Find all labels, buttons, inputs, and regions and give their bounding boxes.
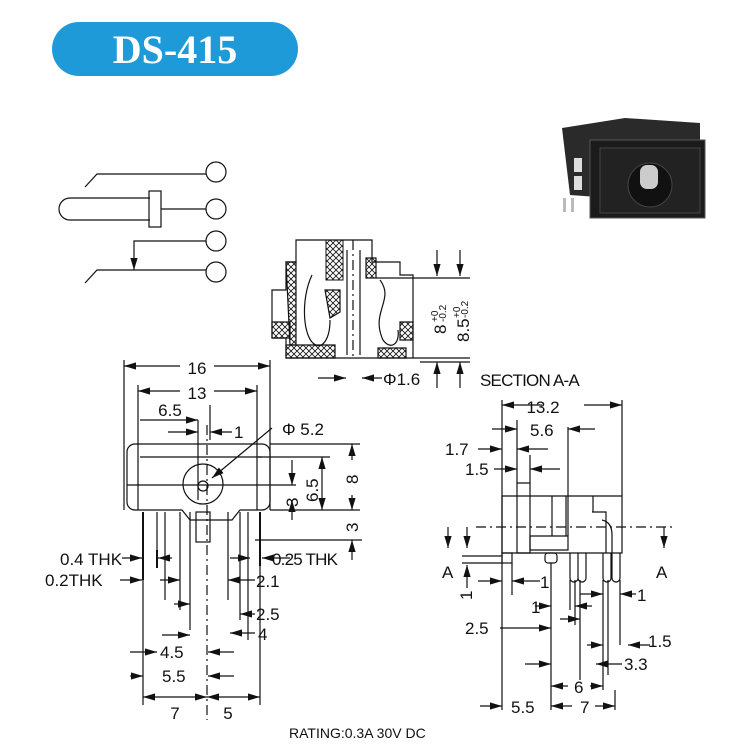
dim-1-5-b: 1.5 — [648, 632, 672, 651]
svg-text:-0.2: -0.2 — [460, 300, 471, 318]
rating-text: RATING:0.3A 30V DC — [289, 725, 426, 741]
dim-thickness-0-25: 0.25 THK — [272, 550, 339, 569]
front-view: 16 13 6.5 1 Φ 5.2 6.5 3 8 3 0.4 THK 0.2T… — [45, 359, 362, 723]
dim-diameter-5-2: Φ 5.2 — [282, 420, 324, 439]
dim-width-16: 16 — [188, 359, 207, 378]
dim-height-3: 3 — [283, 498, 302, 507]
cross-section-view: 8 +0 -0.2 8.5 +0 -0.2 Φ1.6 — [271, 239, 473, 389]
dim-1-a: 1 — [540, 573, 549, 592]
dim-1-b: 1 — [531, 598, 540, 617]
section-marker-a-left: A — [442, 563, 454, 582]
dim-4-5: 4.5 — [160, 643, 184, 662]
dim-height-6-5: 6.5 — [303, 478, 322, 502]
dim-5-5: 5.5 — [511, 698, 535, 717]
dim-1-5: 1.5 — [465, 460, 489, 479]
svg-text:+0: +0 — [430, 310, 441, 322]
dim-thickness-0-2: 0.2THK — [45, 571, 103, 590]
section-a-a-label: SECTION A-A — [480, 371, 580, 390]
product-photo — [562, 118, 706, 219]
dim-1-c: 1 — [637, 586, 646, 605]
dim-height-8: 8 — [343, 475, 362, 484]
title-badge: DS-415 — [52, 22, 298, 76]
dim-1: 1 — [234, 423, 243, 442]
dim-height-8: 8 — [431, 325, 450, 334]
dim-2-5: 2.5 — [465, 619, 489, 638]
dim-thickness-0-4: 0.4 THK — [60, 550, 123, 569]
svg-text:+0: +0 — [452, 306, 463, 318]
dim-13-2: 13.2 — [526, 398, 559, 417]
dim-7: 7 — [170, 704, 179, 723]
part-number-title: DS-415 — [113, 27, 237, 72]
dim-pin-3: 3 — [343, 523, 362, 532]
dim-5: 5 — [223, 704, 232, 723]
dim-pin-diameter: Φ1.6 — [383, 370, 420, 389]
dim-5-5: 5.5 — [162, 667, 186, 686]
dim-1-7: 1.7 — [445, 440, 469, 459]
svg-text:-0.2: -0.2 — [438, 304, 449, 322]
dim-6-5: 6.5 — [158, 401, 182, 420]
schematic-symbol — [58, 161, 227, 284]
dim-vertical-1: 1 — [457, 591, 476, 600]
side-view: SECTION A-A A A 1 13.2 5.6 1.7 1.5 1 1 1 — [442, 371, 672, 717]
dim-7: 7 — [580, 698, 589, 717]
dim-5-6: 5.6 — [530, 421, 554, 440]
section-marker-a-right: A — [656, 563, 668, 582]
dim-width-13: 13 — [188, 384, 207, 403]
dim-height-8-5: 8.5 — [454, 318, 473, 342]
dim-2-1: 2.1 — [256, 572, 280, 591]
dim-2-5: 2.5 — [256, 605, 280, 624]
dim-3-3: 3.3 — [624, 655, 648, 674]
dim-4: 4 — [258, 625, 267, 644]
dim-6: 6 — [574, 678, 583, 697]
